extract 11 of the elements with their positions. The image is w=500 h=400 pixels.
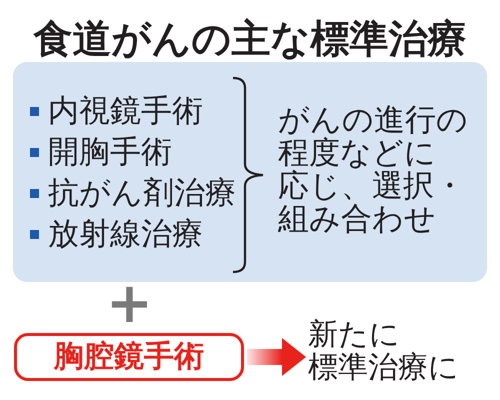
list-item: 開胸手術 (48, 134, 172, 170)
list-item: 放射線治療 (48, 216, 203, 252)
note-text: がんの進行の程度などに応じ、選択・組み合わせ (278, 104, 469, 236)
arrow (247, 338, 306, 376)
result-text: 新たに標準治療に (308, 318, 468, 384)
plus-sign: + (106, 285, 153, 323)
list-item: 内視鏡手術 (48, 93, 203, 129)
treatment-box: 胸腔鏡手術 (14, 333, 244, 381)
title: 食道がんの主な標準治療 (34, 17, 466, 63)
list-item: 抗がん剤治療 (48, 175, 236, 211)
info-panel (13, 62, 487, 282)
